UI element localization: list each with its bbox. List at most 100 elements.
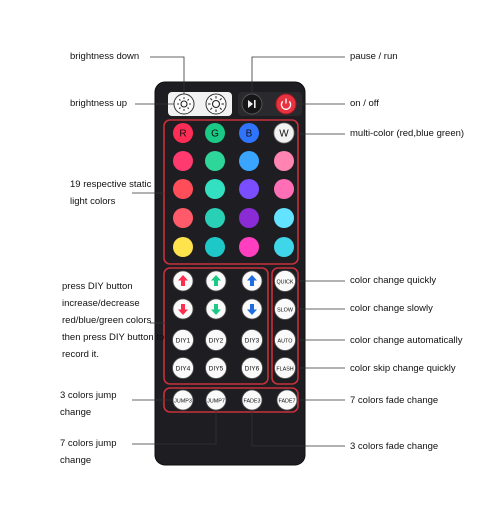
brightness-down-button[interactable] [173,93,195,115]
label-diy-line3: red/blue/green colors [62,315,152,326]
arrow-up-button[interactable] [241,270,263,292]
arrow-down-button[interactable] [241,298,263,320]
diy-grid-frame [163,267,269,385]
color-button[interactable] [274,179,294,199]
label-static-colors-line1: 19 respective static [70,179,152,190]
fade7-button[interactable]: FADE7 [276,389,298,411]
arrow-up-icon [247,275,257,286]
diy-button-label: DIY2 [209,338,224,345]
arrow-down-icon [247,304,257,315]
arrow-up-icon [178,275,188,286]
color-button[interactable] [274,237,294,257]
color-button[interactable] [239,151,259,171]
power-button[interactable] [275,93,297,115]
label-brightness-up: brightness up [70,98,128,109]
arrow-up-button[interactable] [205,270,227,292]
color-button[interactable] [173,208,193,228]
color-button[interactable] [239,179,259,199]
diy-button-label: DIY3 [245,338,260,345]
diy-button[interactable]: DIY2 [205,329,227,351]
color-button[interactable] [205,179,225,199]
color-button[interactable]: R [173,123,193,143]
jump3-button[interactable]: JUMP3 [172,389,194,411]
color-button[interactable] [205,237,225,257]
fade3-button[interactable]: FADE3 [241,389,263,411]
key-label: SLOW [277,307,294,313]
diy-button[interactable]: DIY6 [241,357,263,379]
label-auto: color change automatically [350,335,463,346]
label-fade3: 3 colors fade change [350,441,439,452]
brightness-up-button[interactable] [205,93,227,115]
color-key-letter: B [246,129,253,140]
label-diy: press DIY button increase/decrease red/b… [62,278,164,363]
label-static-colors-line2: light colors [70,196,116,207]
diy-button[interactable]: DIY3 [241,329,263,351]
flash-button[interactable]: FLASH [274,357,296,379]
color-button[interactable] [205,151,225,171]
auto-button[interactable]: AUTO [274,329,296,351]
label-jump7: 7 colors jump change [60,435,117,469]
arrow-down-button[interactable] [205,298,227,320]
key-label: QUICK [276,279,293,285]
diy-button[interactable]: DIY5 [205,357,227,379]
diy-button-label: DIY5 [209,366,224,373]
label-brightness-down: brightness down [70,51,140,62]
label-pause-run: pause / run [350,51,398,62]
label-jump7-line2: change [60,455,92,466]
label-diy-line5: record it. [62,349,99,360]
label-quick: color change quickly [350,275,437,286]
arrow-up-button[interactable] [172,270,194,292]
color-button[interactable]: G [205,123,225,143]
label-diy-line2: increase/decrease [62,298,140,309]
diy-button-label: DIY4 [176,366,191,373]
play-pause-icon [248,100,256,108]
diy-button[interactable]: DIY1 [172,329,194,351]
color-button[interactable] [173,179,193,199]
label-diy-line1: press DIY button [62,281,133,292]
label-multi-color: multi-color (red,blue green) [350,128,465,139]
color-button[interactable] [173,151,193,171]
color-button[interactable] [274,208,294,228]
right-keys-frame [271,267,299,385]
label-jump7-line1: 7 colors jump [60,438,117,449]
color-button[interactable] [205,208,225,228]
color-button[interactable] [239,208,259,228]
brightness-up-icon [208,96,224,112]
color-button[interactable]: B [239,123,259,143]
color-key-letter: W [279,129,289,140]
arrow-down-button[interactable] [172,298,194,320]
diy-button-label: DIY6 [245,366,260,373]
slow-button[interactable]: SLOW [274,298,296,320]
label-jump3-line2: change [60,407,92,418]
label-jump3: 3 colors jump change [60,387,117,421]
quick-button[interactable]: QUICK [274,270,296,292]
play-pause-button[interactable] [241,93,263,115]
key-label: FLASH [276,366,293,372]
leader-brightness-down [150,56,185,94]
key-label: FADE3 [243,398,260,404]
leader-fade3 [251,410,345,447]
color-button[interactable]: W [273,122,295,144]
leader-pause-run [251,56,345,94]
jump7-button[interactable]: JUMP7 [205,389,227,411]
color-button[interactable] [274,151,294,171]
key-label: FADE7 [278,398,295,404]
leader-jump7 [132,410,217,445]
power-icon [280,98,292,110]
label-slow: color change slowly [350,303,433,314]
key-label: AUTO [278,338,293,344]
color-button[interactable] [239,237,259,257]
color-key-letter: R [179,129,186,140]
color-button[interactable] [173,237,193,257]
label-static-colors: 19 respective static light colors [70,176,151,210]
diy-button-label: DIY1 [176,338,191,345]
diy-button[interactable]: DIY4 [172,357,194,379]
brightness-down-icon [177,97,191,111]
label-flash: color skip change quickly [350,363,456,374]
arrow-down-icon [211,304,221,315]
label-jump3-line1: 3 colors jump [60,390,117,401]
arrow-up-icon [211,275,221,286]
arrow-down-icon [178,304,188,315]
